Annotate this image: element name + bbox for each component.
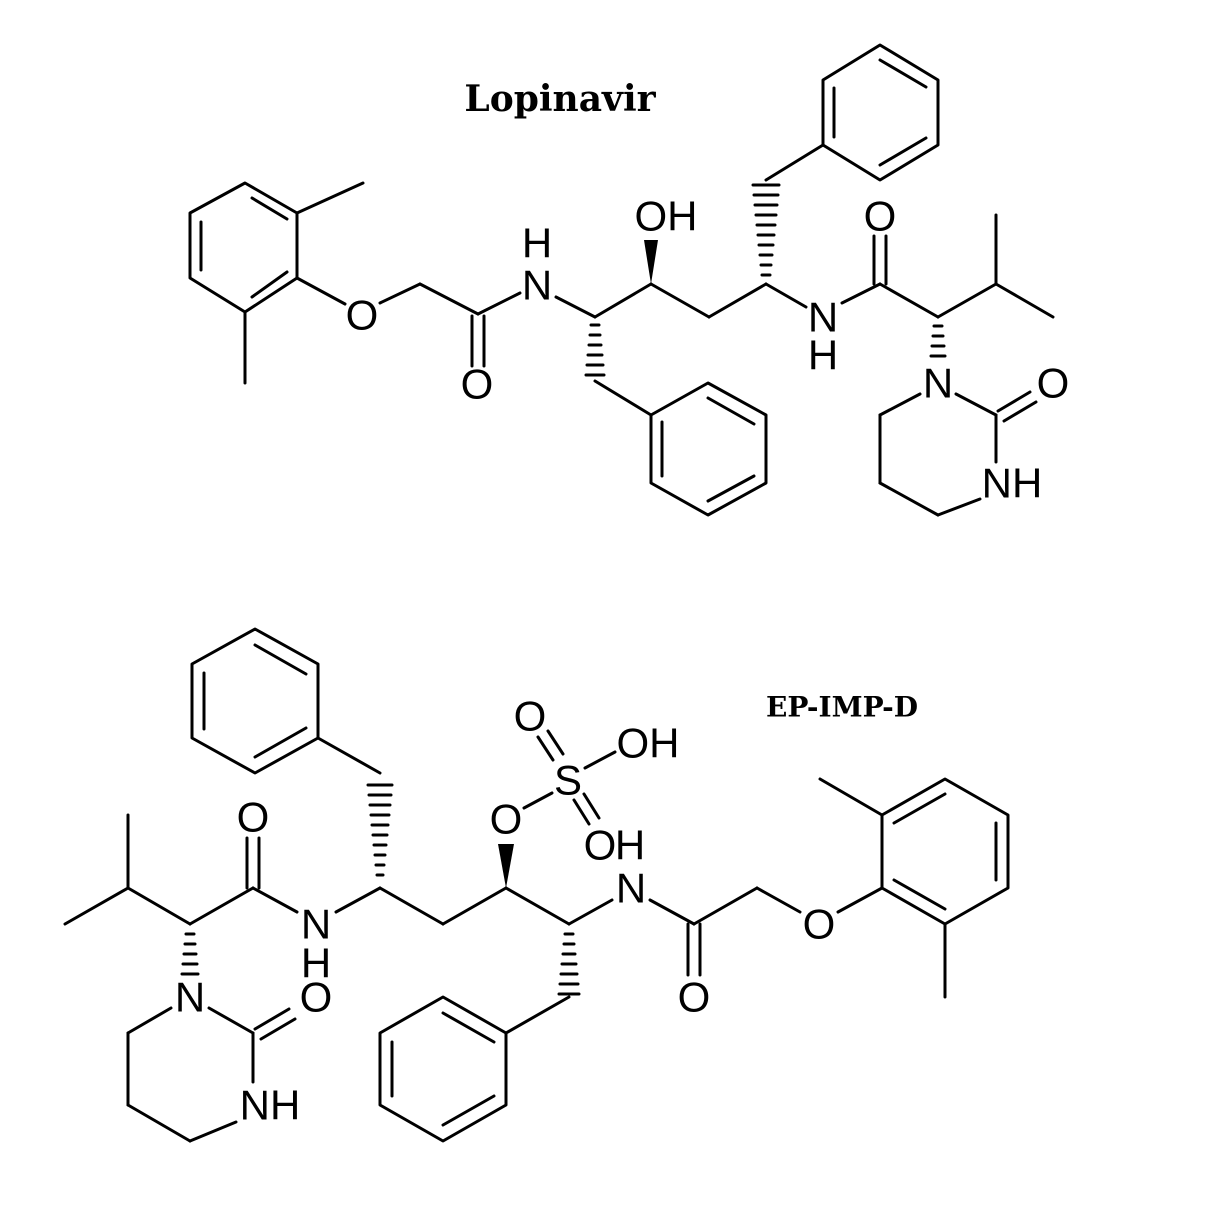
ep-imp-d-amide-nh-h-1: H: [301, 940, 331, 987]
ep-imp-d-amide-nh-h-2: H: [615, 822, 645, 869]
lopinavir-ring-nitrogen: N: [923, 360, 953, 407]
lopinavir-amide-nh-h: H: [522, 220, 552, 267]
lopinavir-hashed-bond-2: [751, 183, 781, 277]
ep-imp-d-carbonyl-oxygen-1: O: [237, 794, 270, 841]
ep-imp-d-sulfate-ester-oxygen: O: [490, 796, 523, 843]
ep-imp-d-amide-nitrogen-2: N: [616, 865, 646, 912]
lopinavir-carbonyl-oxygen-1: O: [461, 361, 494, 408]
lopinavir-hydroxyl: OH: [635, 193, 698, 240]
lopinavir-structure: O O H N OH: [188, 43, 1070, 517]
lopinavir-carbonyl-oxygen-2: O: [864, 193, 897, 240]
lopinavir-benzyl-ring-upper: [821, 43, 940, 182]
lopinavir-title: Lopinavir: [464, 78, 656, 120]
ep-imp-d-benzyl-ring-upper: [190, 627, 320, 775]
lopinavir-tetrahydropyrimidinone-ring: [878, 390, 1038, 517]
lopinavir-amide-nitrogen-2: N: [808, 294, 838, 341]
ep-imp-d-amide-nitrogen-1: N: [301, 901, 331, 948]
ep-imp-d-hashed-bond-3: [180, 932, 200, 976]
ep-imp-d-ring-nh: NH: [240, 1082, 301, 1129]
ep-imp-d-benzyl-ring-lower: [378, 995, 508, 1143]
ep-imp-d-hashed-bond-1: [366, 783, 394, 877]
ep-imp-d-hashed-bond-2: [557, 932, 581, 996]
lopinavir-dimethylphenyl-ring: [188, 181, 365, 385]
lopinavir-hashed-bond-3: [929, 324, 947, 358]
ep-imp-d-sulfonyl-oxygen-1: O: [514, 693, 547, 740]
ep-imp-d-ether-oxygen: O: [803, 901, 836, 948]
lopinavir-ether-oxygen: O: [346, 292, 379, 339]
lopinavir-hashed-bond-1: [584, 323, 606, 377]
ep-imp-d-wedge-bond-o: [498, 844, 514, 888]
ep-imp-d-ring-nitrogen: N: [175, 974, 205, 1021]
lopinavir-wedge-bond-oh: [644, 240, 658, 284]
lopinavir-ring-nh: NH: [982, 460, 1043, 507]
ep-imp-d-structure: O N H O S O OH O H: [63, 627, 1010, 1143]
lopinavir-urea-oxygen: O: [1037, 360, 1070, 407]
ep-imp-d-dimethylphenyl-ring: [818, 777, 1010, 999]
lopinavir-benzyl-ring-lower: [649, 381, 768, 517]
ep-imp-d-carbonyl-oxygen-2: O: [678, 974, 711, 1021]
lopinavir-amide-nh-h-2: H: [808, 332, 838, 379]
ep-imp-d-sulfate-hydroxyl: OH: [617, 720, 680, 767]
ep-imp-d-title: EP-IMP-D: [766, 691, 918, 724]
ep-imp-d-sulfur: S: [554, 757, 582, 804]
ep-imp-d-sulfonyl-oxygen-2: O: [584, 822, 617, 869]
ep-imp-d-tetrahydropyrimidinone-ring: [126, 1006, 297, 1143]
ep-imp-d-urea-oxygen: O: [300, 974, 333, 1021]
lopinavir-amide-nitrogen-1: N: [522, 262, 552, 309]
